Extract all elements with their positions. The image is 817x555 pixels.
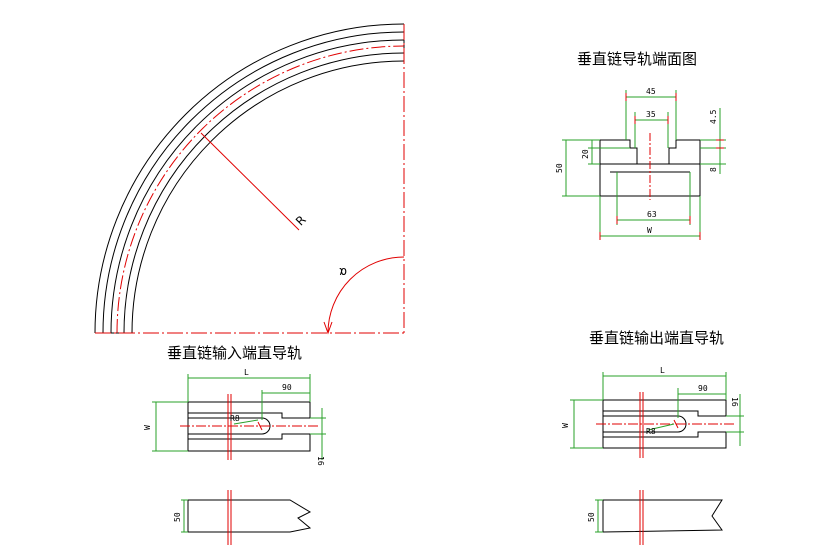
dim-w: W xyxy=(647,226,652,235)
output-bottom-bar xyxy=(602,431,727,449)
arc-centerline xyxy=(116,45,405,334)
arc-inner-1 xyxy=(110,39,405,334)
output-rail-elevation xyxy=(595,490,723,545)
angle-arrow xyxy=(323,321,333,335)
left-cap xyxy=(599,139,638,165)
output-dim-R8: R8 xyxy=(646,427,656,436)
output-dim-50: 50 xyxy=(587,512,596,522)
arc-inner-3 xyxy=(131,60,405,334)
dim-8: 8 xyxy=(709,167,718,172)
dim-45: 45 xyxy=(646,87,656,96)
input-dims xyxy=(152,374,326,460)
dim-35: 35 xyxy=(646,110,656,119)
output-dims xyxy=(570,372,744,449)
output-side-view xyxy=(602,499,723,533)
input-rail-elevation xyxy=(181,490,312,545)
output-dim-16: 16 xyxy=(730,397,739,407)
dim-50: 50 xyxy=(555,163,564,173)
curved-rail xyxy=(94,23,405,334)
curve-centerlines xyxy=(95,24,405,335)
input-dim-W: W xyxy=(143,425,152,430)
arc-outer-1 xyxy=(94,23,405,334)
output-red-lines xyxy=(596,392,736,458)
output-dim-90: 90 xyxy=(698,384,708,393)
dim-63: 63 xyxy=(647,210,657,219)
input-bottom-bar xyxy=(187,433,311,452)
end-face-title: 垂直链导轨端面图 xyxy=(577,50,697,68)
input-rail-title: 垂直链输入端直导轨 xyxy=(167,344,302,362)
input-dim-R8: R8 xyxy=(230,414,240,423)
arc-outer-2 xyxy=(102,31,405,334)
angle-arc xyxy=(327,256,405,334)
dim-20: 20 xyxy=(581,149,590,159)
input-dim-16: 16 xyxy=(316,456,325,466)
angle-label: α xyxy=(339,265,347,279)
end-face-dimensions xyxy=(562,90,726,240)
input-dim-50: 50 xyxy=(173,512,182,522)
output-rail-title: 垂直链输出端直导轨 xyxy=(589,329,724,347)
right-cap xyxy=(668,139,701,165)
output-dim-W: W xyxy=(561,423,570,428)
arc-inner-2 xyxy=(123,52,405,334)
end-face-dim-ticks xyxy=(599,93,724,240)
output-top-bar xyxy=(602,399,727,417)
end-face-section xyxy=(599,133,701,200)
input-top-bar xyxy=(187,401,311,419)
input-dim-90: 90 xyxy=(282,383,292,392)
dim-4-5: 4.5 xyxy=(709,109,718,124)
input-dim-L: L xyxy=(244,368,249,377)
input-red-lines xyxy=(180,394,320,460)
radius-line xyxy=(200,132,300,231)
input-side-view xyxy=(187,499,312,533)
output-dim-L: L xyxy=(660,366,665,375)
